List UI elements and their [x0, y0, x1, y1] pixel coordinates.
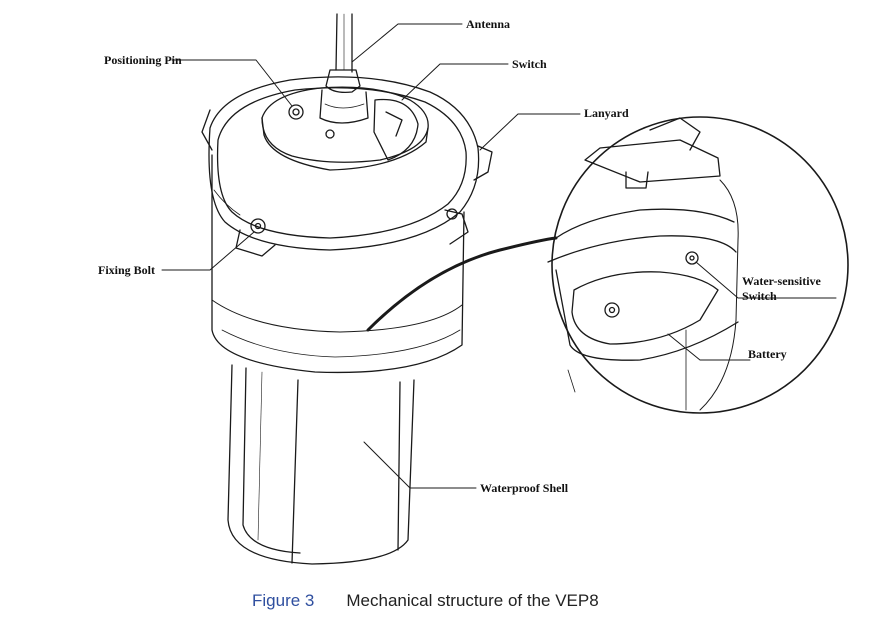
label-switch: Switch	[512, 57, 547, 71]
leader-positioning-pin	[171, 59, 293, 107]
waterproof-shell-drawing	[227, 364, 415, 565]
leader-battery	[667, 333, 751, 361]
leader-switch	[401, 63, 509, 101]
lanyard-cord	[366, 236, 558, 332]
figure-number: Figure 3	[252, 591, 315, 610]
label-battery: Battery	[748, 347, 787, 361]
label-fixing-bolt: Fixing Bolt	[98, 263, 156, 277]
leader-lanyard	[479, 113, 581, 151]
label-antenna: Antenna	[466, 17, 511, 31]
leader-antenna	[351, 23, 463, 63]
leader-waterproof-shell	[363, 441, 477, 489]
main-body-drawing	[211, 154, 465, 374]
figure-caption: Figure 3 Mechanical structure of the VEP8	[252, 591, 599, 611]
label-lanyard: Lanyard	[584, 106, 629, 120]
label-water-sensitive-switch: Switch	[742, 289, 777, 303]
detail-magnifier-drawing	[547, 116, 849, 414]
figure-caption-text: Mechanical structure of the VEP8	[346, 591, 599, 610]
top-housing-drawing	[201, 76, 493, 257]
leader-fixing-bolt	[161, 231, 255, 271]
label-positioning-pin: Positioning Pin	[104, 53, 182, 67]
label-water-sensitive: Water-sensitive	[742, 274, 821, 288]
label-waterproof-shell: Waterproof Shell	[480, 481, 569, 495]
antenna-drawing	[319, 13, 369, 124]
leader-water-sensitive	[695, 261, 837, 299]
leader-lines	[161, 23, 837, 489]
